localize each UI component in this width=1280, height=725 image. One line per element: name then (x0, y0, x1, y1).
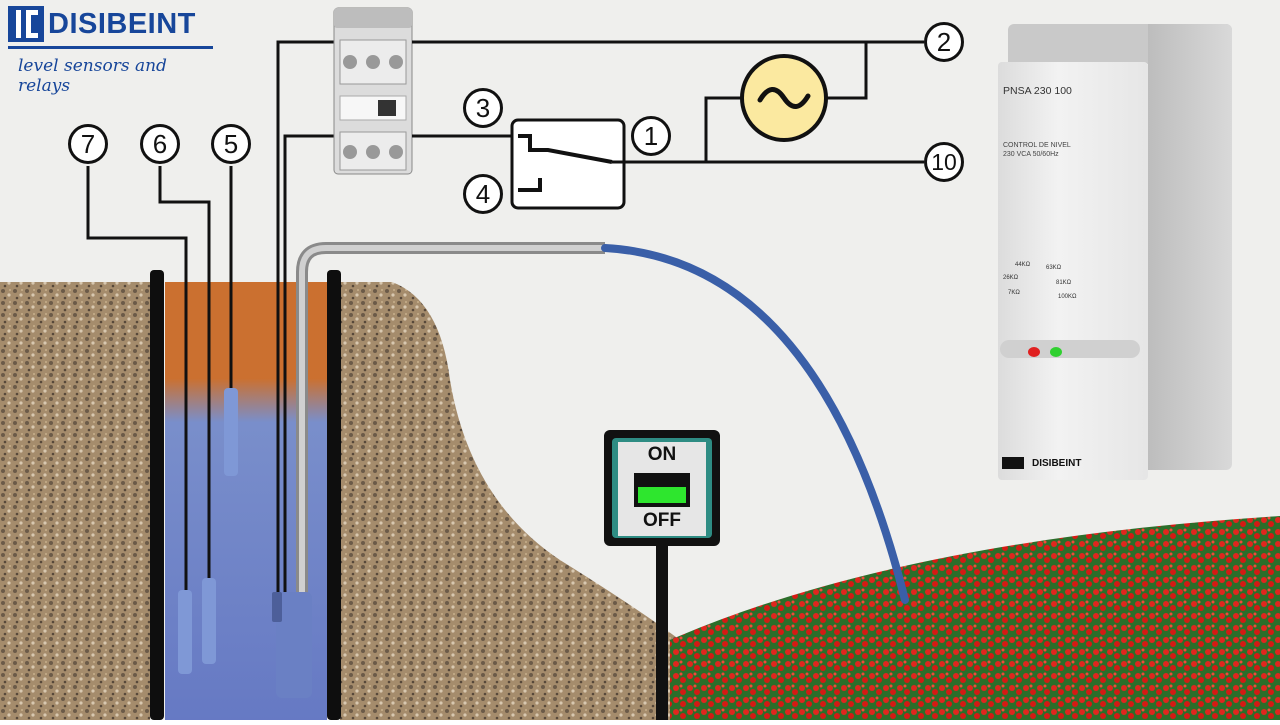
callout-2: 2 (924, 22, 964, 62)
submersible-pump (276, 592, 312, 698)
relay-model: PNSA 230 100 (1003, 85, 1072, 97)
brand-tagline: level sensors and relays (18, 56, 167, 96)
probe-7 (178, 590, 192, 674)
relay-side (1148, 24, 1232, 470)
well-wall-right (327, 270, 341, 720)
contactor (333, 7, 413, 175)
brand-mark-icon (8, 6, 44, 42)
dial-label-100k: 100KΩ (1058, 294, 1077, 300)
cable-probe-6 (158, 166, 211, 578)
wire-source-bottom (704, 96, 742, 162)
callout-1: 1 (631, 116, 671, 156)
cable-pump-a (276, 40, 334, 592)
sign-off-label: OFF (643, 510, 681, 531)
sign-post (656, 546, 668, 720)
dial-label-26k: 26KΩ (1003, 275, 1019, 281)
dial-label-63k: 63KΩ (1046, 265, 1062, 271)
dial-label-81k: 81KΩ (1056, 280, 1072, 286)
sign-on-label: ON (647, 444, 677, 465)
gravel-ground-right (340, 282, 680, 720)
probe-6 (202, 578, 216, 664)
relay-brand-mark-icon (1002, 457, 1024, 469)
callout-6: 6 (140, 124, 180, 164)
level-relay-module: PNSA 230 100 CONTROL DE NIVEL 230 VCA 50… (998, 24, 1232, 480)
callout-3: 3 (463, 88, 503, 128)
dial-label-44k: 44KΩ (1015, 262, 1031, 268)
cable-probe-7 (86, 166, 188, 590)
relay-led-red (1028, 347, 1040, 357)
wire-source-top (826, 42, 868, 100)
pump-switch-sign: ON OFF (604, 430, 720, 546)
relay-led-bar (1000, 340, 1140, 358)
relay-front (998, 62, 1148, 480)
callout-7: 7 (68, 124, 108, 164)
brand-logo: DISIBEINT level sensors and relays (8, 6, 218, 96)
gravel-ground (0, 282, 150, 720)
callout-4: 4 (463, 174, 503, 214)
relay-led-green (1050, 347, 1062, 357)
callout-10: 10 (924, 142, 964, 182)
brand-name: DISIBEINT (48, 8, 196, 40)
ac-source-icon (740, 54, 828, 142)
relay-voltage: 230 VCA 50/60Hz (1003, 151, 1059, 158)
probe-5 (224, 388, 238, 476)
brand-rule (8, 46, 213, 49)
irrigation-hose (601, 244, 909, 604)
relay-contact-switch (510, 118, 626, 210)
sign-toggle-icon (634, 473, 690, 507)
relay-brand: DISIBEINT (1032, 458, 1082, 469)
flower-field (670, 516, 1280, 720)
cable-pump-b (283, 134, 334, 592)
dial-label-7k: 7KΩ (1008, 290, 1020, 296)
well-wall-left (150, 270, 164, 720)
relay-function: CONTROL DE NIVEL (1003, 142, 1071, 149)
callout-5: 5 (211, 124, 251, 164)
